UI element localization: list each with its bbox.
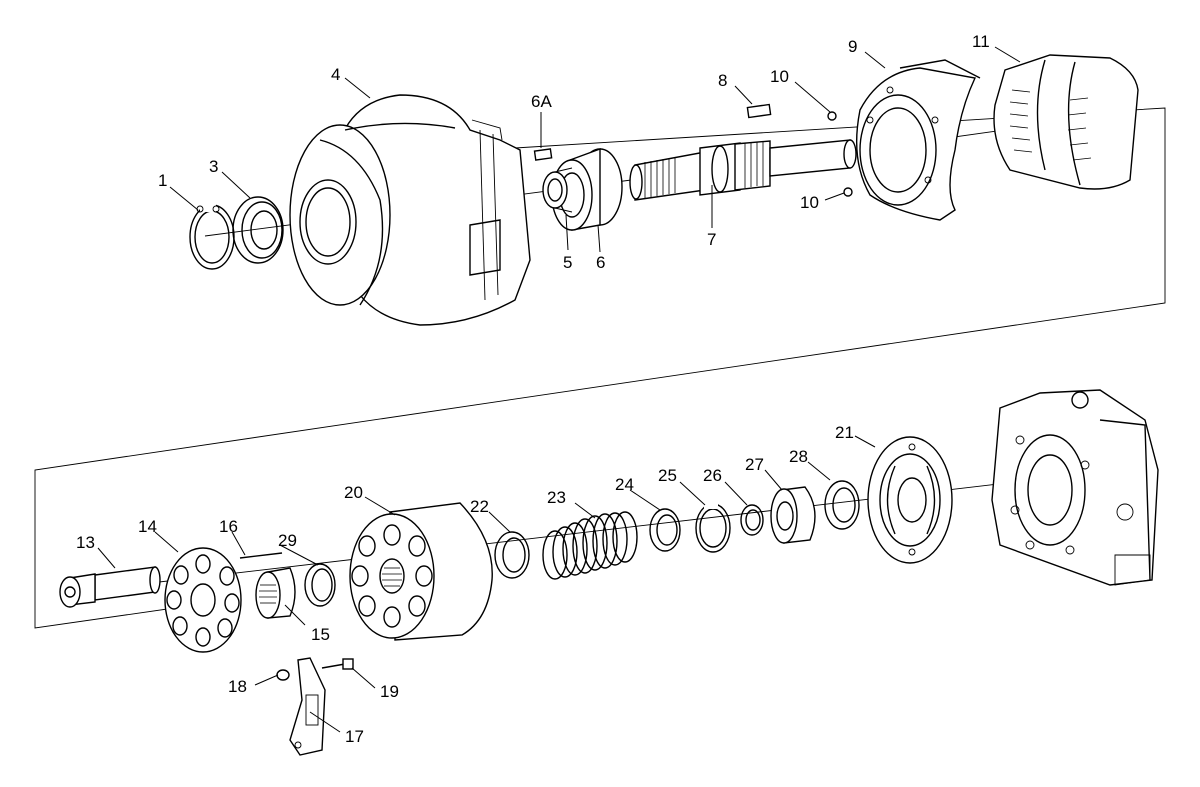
part-3-seal (232, 196, 284, 264)
callout-16: 16 (219, 517, 238, 536)
callout-29: 29 (278, 531, 297, 550)
callout-10-top: 10 (770, 67, 789, 86)
callout-28: 28 (789, 447, 808, 466)
part-10-pins (827, 111, 853, 197)
part-14-retainer (164, 547, 242, 653)
callout-15: 15 (311, 625, 330, 644)
callout-21: 21 (835, 423, 854, 442)
callout-24: 24 (615, 475, 634, 494)
part-23-spring (542, 511, 638, 580)
callout-19: 19 (380, 682, 399, 701)
callout-18: 18 (228, 677, 247, 696)
callout-13: 13 (76, 533, 95, 552)
callout-7: 7 (707, 230, 716, 249)
part-22-washer (494, 531, 530, 579)
callout-6: 6 (596, 253, 605, 272)
callout-6a: 6A (531, 92, 552, 111)
part-15-bushing (255, 567, 296, 619)
part-7-shaft (629, 139, 857, 201)
part-21-valve-plate (867, 436, 953, 564)
callout-14: 14 (138, 517, 157, 536)
callout-17: 17 (345, 727, 364, 746)
callout-labels: 1 3 4 5 6 6A 7 8 9 10 10 11 13 14 15 16 … (76, 32, 990, 746)
callout-22: 22 (470, 497, 489, 516)
part-16-pin (239, 552, 283, 559)
callout-23: 23 (547, 488, 566, 507)
part-25-snap-ring (695, 502, 731, 553)
callout-20: 20 (344, 483, 363, 502)
callout-10-bottom: 10 (800, 193, 819, 212)
part-9-carrier (856, 59, 981, 221)
callout-5: 5 (563, 253, 572, 272)
part-24-washer (649, 508, 681, 552)
end-housing (991, 389, 1159, 586)
leader-lines (97, 46, 1021, 733)
part-1-snap-ring (189, 204, 235, 270)
part-13-piston (59, 566, 161, 608)
callout-27: 27 (745, 455, 764, 474)
part-11-swashplate (993, 54, 1139, 190)
part-5-6-bearing (542, 147, 623, 231)
callout-9: 9 (848, 37, 857, 56)
callout-1: 1 (158, 171, 167, 190)
part-28-ring (824, 480, 860, 530)
part-17-lever (289, 657, 326, 756)
part-20-cylinder (349, 502, 493, 641)
part-26-washer (740, 504, 764, 536)
part-4-housing (289, 94, 531, 326)
callout-25: 25 (658, 466, 677, 485)
callout-11: 11 (972, 32, 990, 51)
part-6a-pin (533, 148, 553, 161)
part-8-dowel (746, 103, 772, 119)
part-19-bolt (321, 658, 354, 670)
part-18-washer (276, 669, 290, 681)
part-29-ring (304, 563, 336, 607)
callout-4: 4 (331, 65, 340, 84)
part-27-ball-guide (770, 486, 816, 544)
callout-3: 3 (209, 157, 218, 176)
callout-8: 8 (718, 71, 727, 90)
callout-26: 26 (703, 466, 722, 485)
